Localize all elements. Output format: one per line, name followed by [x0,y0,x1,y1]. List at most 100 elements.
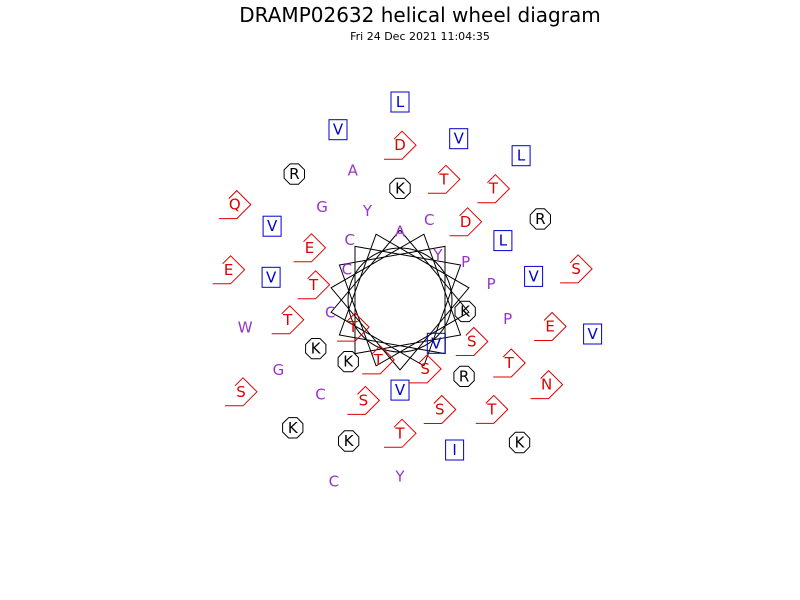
residue-negative: E [293,233,327,263]
residue-other: Y [432,246,443,264]
residue-letter: Y [432,246,443,264]
residue-octagon [453,365,475,387]
residue-hydrophobic: V [524,265,544,287]
residue-other: C [342,260,352,278]
residue-pentagon [384,130,417,160]
residue-positive: K [454,300,476,323]
residue-octagon [529,208,551,230]
residue-letter: C [342,260,352,278]
residue-other: W [238,318,253,336]
residue-polar: T [362,345,395,375]
residue-letter: R [459,367,469,385]
residue-letter: K [395,179,406,197]
residue-letter: V [587,325,598,343]
residue-octagon [337,351,359,373]
residue-letter: D [394,136,406,154]
residue-letter: C [325,303,335,321]
residue-letter: A [348,161,359,179]
residue-pentagon [449,207,483,237]
residue-box [445,439,465,461]
residue-box [390,91,410,113]
residue-other: C [345,231,355,249]
residue-letter: G [316,198,328,216]
residue-octagon [454,300,476,323]
residue-letter: T [504,354,515,372]
residue-octagon [338,430,360,452]
residue-pentagon [297,270,331,300]
residue-letter: Q [229,196,241,214]
residue-octagon [508,431,531,454]
residue-positive: R [453,365,475,387]
residue-positive: K [282,417,304,439]
helix-star-polygon [330,229,470,371]
residue-other: A [395,223,406,241]
residue-letter: R [535,210,545,228]
residue-negative: E [534,311,567,341]
residue-letter: C [329,473,339,491]
residue-polar: S [225,377,258,407]
residue-letter: T [394,424,405,442]
residue-letter: V [528,267,539,285]
residue-pentagon [384,418,417,448]
residue-hydrophobic: I [445,439,465,461]
residue-hydrophobic: V [262,215,282,237]
residue-letter: T [438,170,449,188]
residue-letter: C [345,231,355,249]
residue-pentagon [293,233,327,263]
residue-letter: E [305,239,314,257]
residue-letter: E [224,261,233,279]
residue-letter: Y [362,202,373,220]
residue-polar: S [560,254,593,284]
residue-letter: E [545,318,554,336]
residue-negative: E [212,255,246,285]
residue-other: C [325,303,335,321]
residue-positive: K [508,431,531,454]
residue-letter: Y [394,467,405,485]
residue-hydrophobic: V [261,266,281,288]
residue-pentagon [475,394,509,424]
residue-letter: T [348,318,359,336]
residue-pentagon [271,305,305,335]
residue-letter: W [238,318,253,336]
residue-letter: P [461,253,470,271]
residue-hydrophobic: V [449,128,469,150]
residue-letter: S [236,383,246,401]
residue-other: P [487,275,496,293]
residue-pentagon [560,254,593,284]
residue-letter: T [488,180,499,198]
residue-letter: V [333,121,344,139]
residue-layer: LVCQLKSVSYEVNKRRIWDEKVTTGAVTVTTCGLSTKPSE… [212,91,603,491]
residue-other: A [348,161,359,179]
residue-letter: L [517,147,526,165]
residue-other: Y [394,467,405,485]
residue-polar: Q [218,189,252,220]
residue-box [261,266,281,288]
residue-other: G [273,361,285,379]
residue-hydrophobic: V [583,323,603,345]
residue-letter: S [467,333,477,351]
residue-letter: V [431,334,442,352]
residue-pentagon [225,377,258,407]
residue-positive: R [529,208,551,230]
residue-letter: N [541,376,552,394]
residue-other: P [461,253,470,271]
residue-hydrophobic: L [493,230,513,252]
residue-letter: S [359,391,369,409]
residue-box [524,265,544,287]
residue-pentagon [455,326,489,356]
residue-letter: K [515,434,526,452]
residue-letter: S [435,401,445,419]
residue-other: C [329,473,339,491]
residue-pentagon [409,354,442,384]
residue-polar: T [297,270,331,300]
residue-pentagon [534,311,567,341]
residue-polar: T [427,164,461,194]
residue-other: C [424,211,434,229]
residue-polar: S [423,394,457,424]
residue-letter: T [308,276,319,294]
residue-polar: T [493,348,526,378]
residue-hydrophobic: V [426,332,446,354]
residue-box [511,145,531,167]
residue-negative: D [384,130,417,160]
residue-box [449,128,469,150]
